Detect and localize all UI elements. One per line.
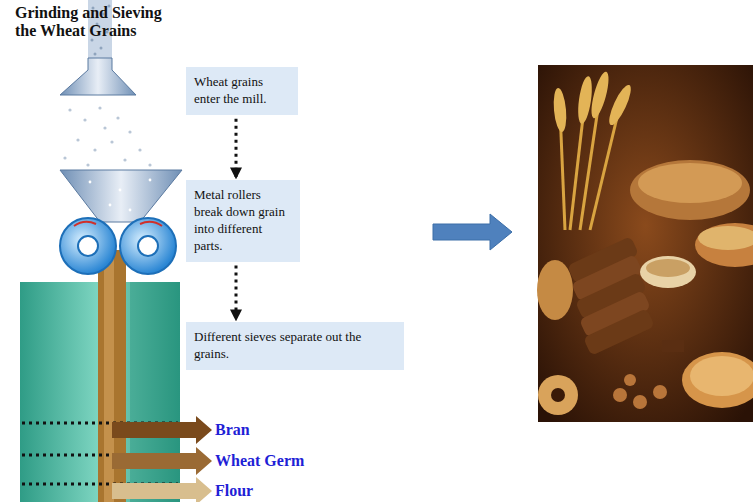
process-box: Metal rollers break down grain into diff… (186, 180, 300, 262)
process-box: Wheat grains enter the mill. (186, 67, 298, 115)
step-text: Wheat grains enter the mill. (194, 74, 290, 108)
output-label: Wheat Germ (215, 452, 304, 470)
flow-arrow (235, 119, 238, 177)
flow-arrow (235, 266, 238, 319)
step-text: Different sieves separate out the grains… (194, 329, 396, 363)
diagram-title: Grinding and Sieving the Wheat Grains (15, 4, 180, 41)
output-label: Bran (215, 421, 250, 439)
step-text: Metal rollers break down grain into diff… (194, 187, 292, 255)
output-label: Flour (215, 482, 253, 500)
process-box: Different sieves separate out the grains… (186, 322, 404, 370)
